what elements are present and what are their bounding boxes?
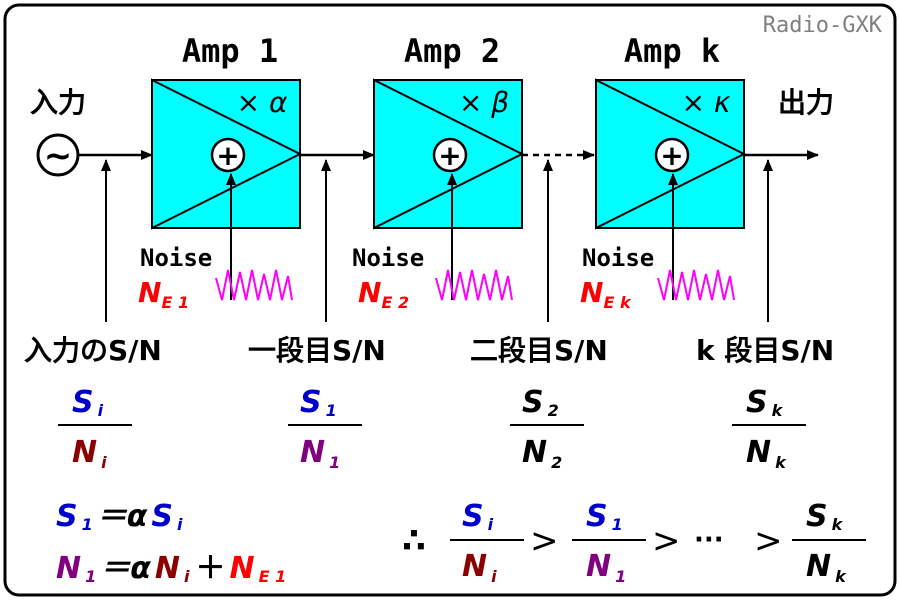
noise-wave-2 — [435, 269, 513, 301]
amp-1-adder-symbol: + — [216, 139, 239, 172]
input-label: 入力 — [30, 86, 86, 119]
source-symbol: ~ — [44, 136, 73, 176]
noise-k-symbol: NE k — [580, 276, 632, 312]
amp-k-title: Amp k — [624, 32, 720, 70]
noise-wave-k — [657, 269, 735, 301]
stage-label-2: 二段目S/N — [470, 334, 608, 367]
noise-wave-1 — [215, 269, 293, 301]
noise-source-2: Noise NE 2 — [352, 244, 513, 312]
amp-2-triangle — [373, 78, 525, 230]
amp-1-gain: × α — [237, 86, 288, 119]
amp-1-adder — [210, 137, 246, 173]
signal-source: ~ — [36, 133, 80, 177]
ineq-gt-1: > — [530, 521, 559, 561]
amp-2-title: Amp 2 — [404, 32, 500, 70]
noise-1-symbol: NE 1 — [138, 276, 189, 312]
therefore-symbol: ∴ — [402, 521, 426, 561]
output-label: 出力 — [778, 86, 834, 119]
noise-1-label: Noise — [140, 244, 212, 272]
noise-source-1: Noise NE 1 — [138, 244, 293, 312]
amp-k: Amp k × κ + — [595, 32, 747, 230]
amp-2: Amp 2 × β + — [373, 32, 525, 230]
stage-label-input: 入力のS/N — [24, 334, 162, 367]
amp-1-triangle — [151, 78, 303, 230]
noise-k-label: Noise — [582, 244, 654, 272]
amp-k-gain: × κ — [682, 86, 731, 119]
stage-label-k: k 段目S/N — [696, 334, 834, 367]
amp-1: Amp 1 × α + — [151, 32, 303, 230]
amp-k-triangle — [595, 78, 747, 230]
watermark: Radio-GXK — [763, 13, 883, 38]
ineq-ellipsis: ··· — [694, 525, 724, 555]
noise-2-symbol: NE 2 — [358, 276, 409, 312]
ineq-gt-3: > — [754, 521, 783, 561]
amp-k-adder — [654, 137, 690, 173]
amp-2-adder — [432, 137, 468, 173]
amp-k-adder-symbol: + — [660, 139, 683, 172]
noise-2-label: Noise — [352, 244, 424, 272]
amp-2-gain: × β — [459, 86, 509, 119]
amp-1-title: Amp 1 — [182, 32, 278, 70]
ineq-gt-2: > — [652, 521, 681, 561]
stage-label-1: 一段目S/N — [248, 334, 386, 367]
amp-2-adder-symbol: + — [438, 139, 461, 172]
noise-source-k: Noise NE k — [580, 244, 735, 312]
